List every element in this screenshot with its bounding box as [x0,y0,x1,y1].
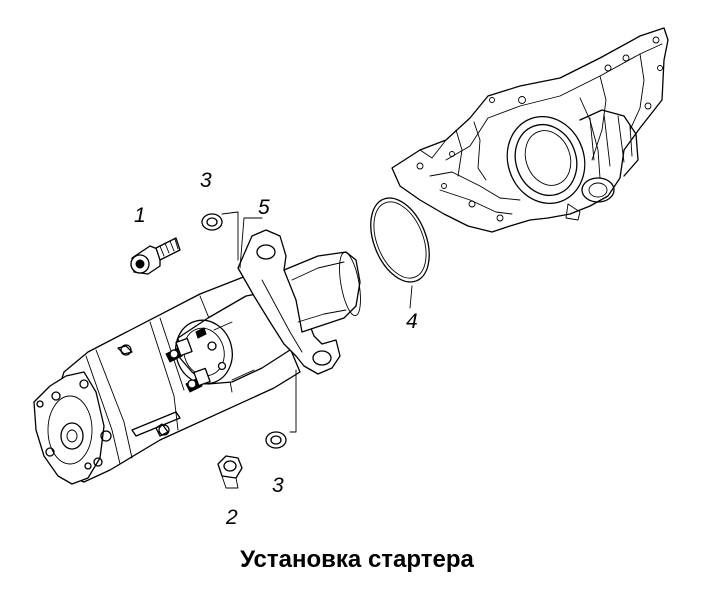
callout-labels: 1 3 5 4 3 2 [134,169,418,529]
callout-4: 4 [406,310,418,333]
diagram-caption: Установка стартера [240,546,474,573]
callout-5: 5 [258,196,270,219]
nut [217,455,243,489]
washer-lower [265,369,297,449]
starter-motor [33,217,361,485]
clutch-housing [391,27,669,233]
o-ring [370,197,430,283]
callout-3-lower: 3 [272,474,284,497]
o-ring-leader [409,285,413,309]
bolt [130,237,181,275]
exploded-assembly-diagram: 1 3 5 4 3 2 [33,27,669,529]
callout-2: 2 [225,506,238,529]
callout-1: 1 [134,204,146,227]
washer-upper [201,211,239,261]
callout-3-upper: 3 [200,169,212,192]
